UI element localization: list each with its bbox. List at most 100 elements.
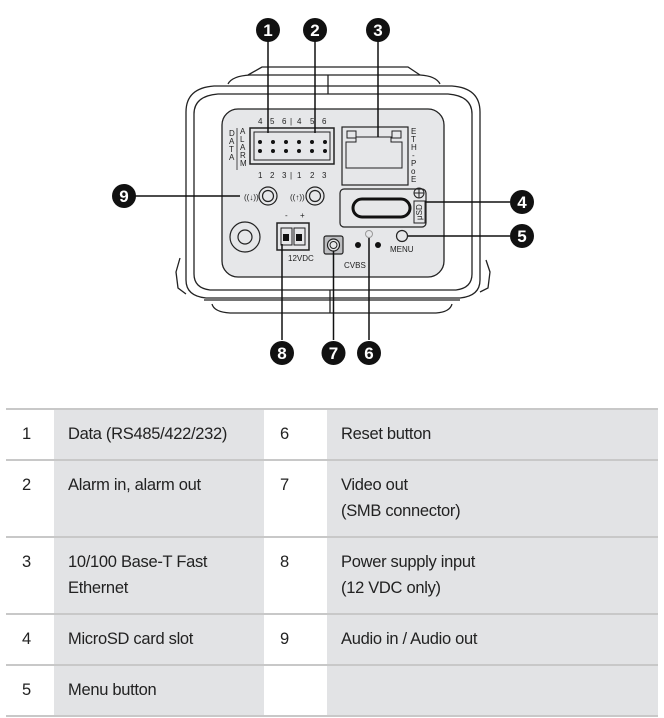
callout-marker-4: 4 xyxy=(510,190,534,214)
svg-text:((↑)): ((↑)) xyxy=(290,193,305,202)
svg-text:A: A xyxy=(229,137,235,146)
svg-text:-: - xyxy=(412,151,415,160)
legend-number: 6 xyxy=(264,408,327,460)
pin-number-label: 6 xyxy=(322,117,327,126)
legend-number-text: 8 xyxy=(280,553,289,571)
legend-description: MicroSD card slot xyxy=(54,613,264,665)
pin-number-label: 2 xyxy=(270,171,275,180)
callout-number: 1 xyxy=(263,21,272,40)
terminal-pin xyxy=(323,140,327,144)
legend-number: 8 xyxy=(264,536,327,614)
callout-number: 8 xyxy=(277,344,286,363)
power-plus-label: + xyxy=(300,211,305,220)
pin-number-label: 5 xyxy=(270,117,275,126)
legend-description: Data (RS485/422/232) xyxy=(54,408,264,460)
callout-marker-1: 1 xyxy=(256,18,280,42)
callout-marker-8: 8 xyxy=(270,341,294,365)
callout-marker-2: 2 xyxy=(303,18,327,42)
svg-text:E: E xyxy=(411,175,416,184)
legend-number-text: 6 xyxy=(280,425,289,443)
svg-text:((↓)): ((↓)) xyxy=(244,193,259,202)
legend-number-text: 2 xyxy=(22,476,31,494)
legend-description-text: Menu button xyxy=(68,681,157,699)
legend-description: 10/100 Base-T Fast Ethernet xyxy=(54,536,264,614)
reset-button xyxy=(355,230,381,248)
svg-text:o: o xyxy=(411,167,416,176)
terminal-pin xyxy=(323,149,327,153)
svg-text:L: L xyxy=(240,135,245,144)
pin-number-label: | xyxy=(290,171,292,180)
legend-number: 3 xyxy=(6,536,54,614)
svg-text:A: A xyxy=(240,127,246,136)
terminal-pin xyxy=(297,149,301,153)
audio-in-jack: ((↓)) xyxy=(244,186,278,206)
terminal-pin xyxy=(271,140,275,144)
legend-description: Menu button xyxy=(54,664,264,717)
eth-poe-label: E T H - P o E xyxy=(411,127,417,184)
callout-circle xyxy=(357,341,381,365)
legend-description xyxy=(327,664,658,717)
microsd-label: μSD xyxy=(415,204,424,220)
legend-number: 5 xyxy=(6,664,54,717)
cvbs-label: CVBS xyxy=(344,261,366,270)
terminal-pin xyxy=(258,140,262,144)
svg-text:P: P xyxy=(411,159,416,168)
legend-description-text: Audio in / Audio out xyxy=(341,630,478,648)
legend-description: Power supply input (12 VDC only) xyxy=(327,536,658,614)
callout-circle xyxy=(256,18,280,42)
pin-number-label: 2 xyxy=(310,171,315,180)
data-label: D A T A xyxy=(229,129,235,162)
legend-description-text: Reset button xyxy=(341,425,431,443)
legend-description-text: Alarm in, alarm out xyxy=(68,476,201,494)
svg-text:R: R xyxy=(240,151,246,160)
round-connector xyxy=(229,221,261,253)
legend-number-text: 1 xyxy=(22,425,31,443)
legend-number: 7 xyxy=(264,459,327,537)
callout-number: 2 xyxy=(310,21,319,40)
legend-number-text: 4 xyxy=(22,630,31,648)
pin-number-label: 1 xyxy=(258,171,263,180)
legend-number-text: 7 xyxy=(280,476,289,494)
menu-label: MENU xyxy=(390,245,414,254)
legend-description-text: Data (RS485/422/232) xyxy=(68,425,228,443)
terminal-pin xyxy=(258,149,262,153)
terminal-pin xyxy=(310,149,314,153)
terminal-pin xyxy=(310,140,314,144)
svg-text:D: D xyxy=(229,129,235,138)
callout-number: 7 xyxy=(329,344,338,363)
callout-circle xyxy=(112,184,136,208)
legend-number: 1 xyxy=(6,408,54,460)
pin-number-label: 5 xyxy=(310,117,315,126)
svg-text:A: A xyxy=(240,143,246,152)
legend-number: 9 xyxy=(264,613,327,665)
callout-circle xyxy=(270,341,294,365)
video-out-connector: CVBS xyxy=(323,235,366,270)
legend-row: 1 Data (RS485/422/232) 6 Reset button xyxy=(6,408,658,460)
legend-description-text: Power supply input (12 VDC only) xyxy=(341,553,476,597)
legend-description: Reset button xyxy=(327,408,658,460)
svg-text:A: A xyxy=(229,153,235,162)
pin-number-label: 3 xyxy=(322,171,327,180)
svg-text:M: M xyxy=(240,159,247,168)
menu-button: MENU xyxy=(390,229,414,254)
audio-out-jack: ((↑)) xyxy=(290,186,325,206)
legend-description-text: Video out (SMB connector) xyxy=(341,476,461,520)
callout-number: 9 xyxy=(119,187,128,206)
terminal-pin xyxy=(284,149,288,153)
callout-marker-3: 3 xyxy=(366,18,390,42)
svg-text:E: E xyxy=(411,127,416,136)
legend-row: 2 Alarm in, alarm out 7 Video out (SMB conn… xyxy=(6,459,658,537)
callout-marker-6: 6 xyxy=(357,341,381,365)
terminal-pin xyxy=(297,140,301,144)
callout-circle xyxy=(510,190,534,214)
terminal-pin xyxy=(271,149,275,153)
power-label: 12VDC xyxy=(288,254,314,263)
pin-number-label: 3 xyxy=(282,171,287,180)
legend-description: Audio in / Audio out xyxy=(327,613,658,665)
pin-number-label: 6 xyxy=(282,117,287,126)
callout-number: 4 xyxy=(517,193,527,212)
callout-circle xyxy=(366,18,390,42)
terminal-pin xyxy=(284,140,288,144)
